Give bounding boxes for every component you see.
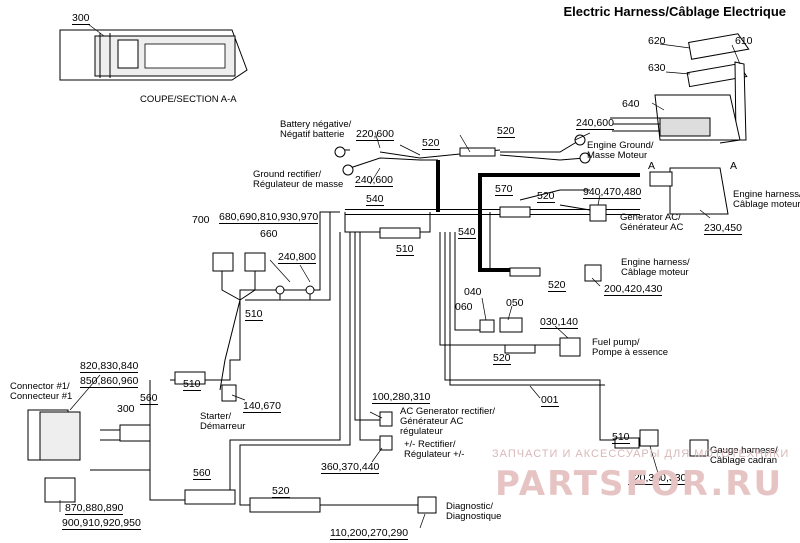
ground-rectifier-label: Ground rectifier/Régulateur de masse — [253, 169, 344, 190]
part-number-060: 060 — [455, 301, 473, 313]
part-number-520-fuel: 520 — [493, 352, 511, 365]
connector-1-label: Connector #1/Connecteur #1 — [10, 381, 73, 402]
part-number-940-470-480: 940,470,480 — [583, 186, 642, 199]
part-number-240-800: 240,800 — [278, 251, 316, 264]
rectifier-label: +/- Rectifier/Régulateur +/- — [404, 439, 465, 460]
part-number-001: 001 — [541, 394, 559, 407]
starter-label: Starter/Démarreur — [200, 411, 246, 432]
part-number-640: 640 — [622, 98, 640, 110]
section-marker-a-right: A — [730, 160, 738, 172]
fuel-pump-label: Fuel pump/Pompe à essence — [592, 337, 669, 358]
section-marker-a-left: A — [648, 160, 656, 172]
watermark-logo: PARTSFOR.RU — [495, 464, 784, 504]
part-number-510-mid: 510 — [396, 243, 414, 256]
section-caption: COUPE/SECTION A-A — [140, 94, 237, 105]
part-number-100-280-310: 100,280,310 — [372, 391, 431, 404]
part-number-610: 610 — [735, 35, 753, 47]
engine-harness-connector — [649, 167, 729, 215]
part-number-200-420-430: 200,420,430 — [604, 283, 663, 296]
part-number-680-list: 680,690,810,930,970 — [219, 211, 319, 224]
part-number-300-section: 300 — [72, 12, 90, 25]
battery-negative-label: Battery négative/Négatif batterie — [280, 119, 352, 140]
part-number-560-top: 560 — [140, 392, 158, 405]
engine-harness-label-1: Engine harness/Câblage moteur — [733, 189, 800, 210]
part-number-540-left: 540 — [366, 193, 384, 206]
watermark-line-1: ЗАПЧАСТИ И АКСЕССУАРЫ ДЛЯ МОТОТЕХНИКИ — [492, 448, 790, 460]
part-number-510-starter: 510 — [183, 378, 201, 391]
part-number-700: 700 — [192, 214, 210, 226]
part-number-120-320-330: 120,320,330 — [628, 472, 687, 485]
part-number-230-450: 230,450 — [704, 222, 742, 235]
part-number-520-top: 520 — [497, 125, 515, 138]
diagnostic-label: Diagnostic/Diagnostique — [446, 501, 502, 522]
part-number-240-600-top: 240,600 — [576, 117, 614, 130]
part-number-570: 570 — [495, 183, 513, 196]
page-title: Electric Harness/Câblage Electrique — [563, 4, 786, 19]
part-number-820-list: 820,830,840 — [80, 360, 139, 373]
part-number-040: 040 — [464, 286, 482, 298]
part-number-510-gauge: 510 — [612, 431, 630, 444]
part-number-540-right: 540 — [458, 226, 476, 239]
part-number-850-list: 850,860,960 — [80, 375, 139, 388]
gauge-harness-label: Gauge harness/Câblage cadran — [710, 445, 778, 466]
part-number-520-bottom: 520 — [272, 485, 290, 498]
part-number-030-140: 030,140 — [540, 316, 578, 329]
part-number-560-bottom: 560 — [193, 467, 211, 480]
part-number-620: 620 — [648, 35, 666, 47]
engine-harness-label-2: Engine harness/Câblage moteur — [621, 257, 690, 278]
part-number-900-list: 900,910,920,950 — [62, 517, 141, 530]
part-number-870-list: 870,880,890 — [65, 502, 124, 515]
part-number-300: 300 — [117, 403, 135, 415]
engine-ground-label: Engine Ground/Masse Moteur — [587, 140, 654, 161]
part-number-050: 050 — [506, 297, 524, 309]
part-number-110-list: 110,200,270,290 — [330, 527, 409, 540]
part-number-220-600: 220,600 — [356, 128, 394, 141]
part-number-360-370-440: 360,370,440 — [321, 461, 380, 474]
part-number-630: 630 — [648, 62, 666, 74]
part-number-140-670: 140,670 — [243, 400, 281, 413]
part-number-510-left: 510 — [245, 308, 263, 321]
connector-group-top-right — [610, 33, 750, 144]
part-number-520-mid: 520 — [422, 137, 440, 150]
part-number-660: 660 — [260, 228, 278, 240]
part-number-520-570: 520 — [537, 190, 555, 203]
generator-ac-label: Generator AC/Générateur AC — [620, 212, 684, 233]
part-number-520-engine: 520 — [548, 279, 566, 292]
section-a-a-view — [59, 29, 248, 81]
part-number-240-600-left: 240,600 — [355, 174, 393, 187]
